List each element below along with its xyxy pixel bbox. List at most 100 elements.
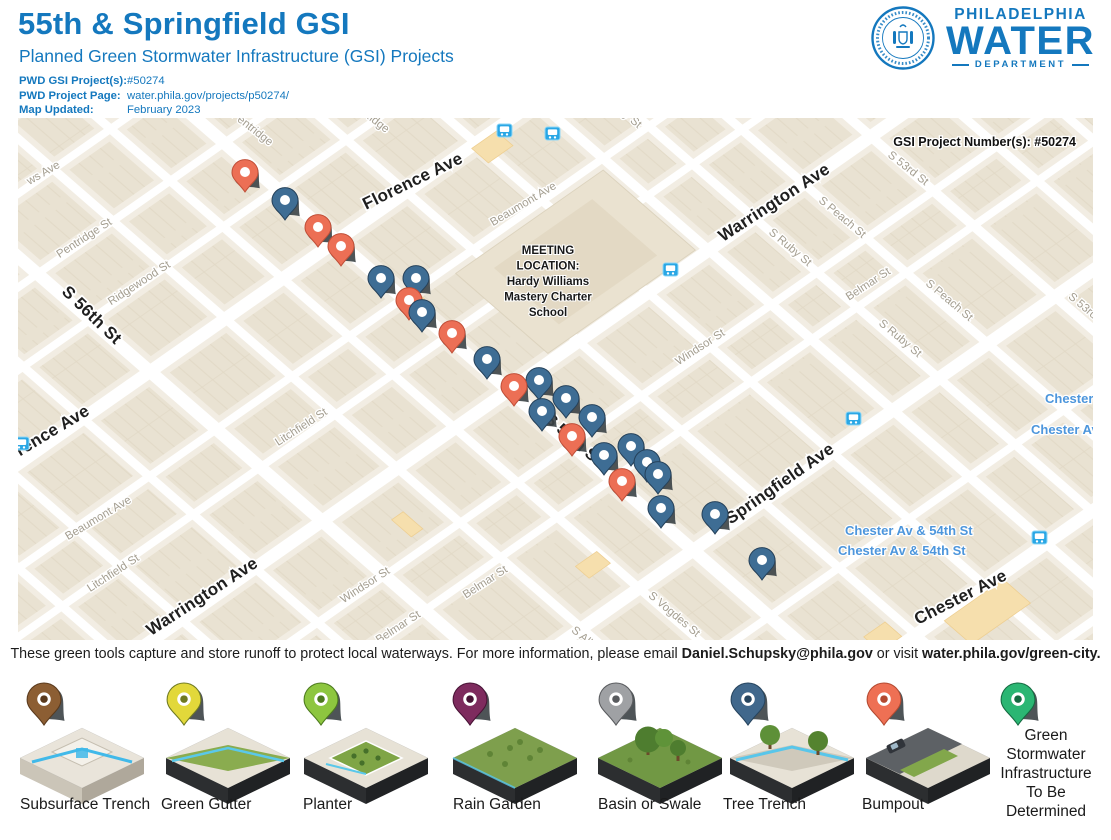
legend-pin-basin-or-swale-icon <box>598 682 637 727</box>
contact-email[interactable]: Daniel.Schupsky@phila.gov <box>681 646 873 662</box>
legend-pin-subsurface-trench-icon <box>26 682 65 727</box>
project-meta: PWD GSI Project(s): #50274 PWD Project P… <box>19 74 289 118</box>
map-pin-tree-trench <box>271 187 300 221</box>
legend-item-green-gutter: Green Gutter <box>156 682 292 832</box>
logo-philadelphia: PHILADELPHIA <box>954 5 1087 23</box>
transit-stop-labels: Chester Av & Chester Av & 54 Chester Av & … <box>837 390 1093 559</box>
legend-pin-green-gutter <box>164 682 210 739</box>
map-pin-bumpout <box>304 214 333 248</box>
footer-text: These green tools capture and store runo… <box>10 646 682 662</box>
legend: Subsurface Trench Green Gutter Planter Rain… <box>0 682 1111 834</box>
map-project-number-label: GSI Project Number(s): #50274 <box>893 135 1076 149</box>
transit-stop-label: Chester Av & <box>1045 391 1093 406</box>
project-number-value: #50274 <box>127 75 165 87</box>
legend-pin-green-gutter-icon <box>166 682 205 727</box>
logo-rule-left <box>951 63 969 66</box>
legend-label-green-gutter: Green Gutter <box>161 796 252 813</box>
illustration-planter <box>303 727 429 804</box>
illustration-subsurface-trench <box>19 727 145 804</box>
legend-illustration-green-gutter <box>158 712 298 811</box>
legend-illustration-basin-or-swale <box>590 712 730 811</box>
map-pin-tree-trench <box>525 367 554 401</box>
legend-label-rain-garden: Rain Garden <box>453 796 541 813</box>
legend-illustration-rain-garden <box>445 712 585 811</box>
map-pin-bumpout <box>608 468 637 502</box>
page-title: 55th & Springfield GSI <box>18 6 350 41</box>
trolley-icon <box>496 123 513 138</box>
trolley-icon <box>662 262 679 277</box>
trolley-icon <box>845 411 862 426</box>
map-pins <box>231 159 777 581</box>
header: 55th & Springfield GSI Planned Green Sto… <box>0 0 1111 118</box>
legend-pin-planter-icon <box>303 682 342 727</box>
map-pin-tree-trench <box>647 495 676 529</box>
svg-text:Hardy Williams: Hardy Williams <box>507 276 589 288</box>
map-pin-tree-trench <box>408 299 437 333</box>
legend-label-subsurface-trench: Subsurface Trench <box>20 796 151 813</box>
legend-pin-bumpout <box>864 682 910 739</box>
legend-pin-bumpout-icon <box>866 682 905 727</box>
illustration-basin-or-swale <box>597 726 723 804</box>
green-city-link[interactable]: water.phila.gov/green-city. <box>922 646 1101 662</box>
transit-stop-label: Chester Av & 54 <box>1031 422 1093 437</box>
pwd-logo-text: PHILADELPHIA WATER DEPARTMENT <box>946 6 1095 71</box>
page-subtitle: Planned Green Stormwater Infrastructure … <box>19 46 454 66</box>
legend-item-rain-garden: Rain Garden <box>443 682 585 832</box>
illustration-green-gutter <box>165 727 291 804</box>
map-pin-tree-trench <box>590 442 619 476</box>
legend-pin-rain-garden-icon <box>452 682 491 727</box>
map-pin-tree-trench <box>644 461 673 495</box>
svg-text:School: School <box>529 307 567 319</box>
legend-item-gsi-tbd: Green Stormwater Infrastructure To Be De… <box>986 682 1106 832</box>
legend-label-basin-or-swale: Basin or Swale <box>598 796 702 813</box>
logo-department: DEPARTMENT <box>951 59 1090 71</box>
illustration-rain-garden <box>452 727 578 804</box>
legend-illustration-bumpout <box>858 712 998 811</box>
meta-label: PWD GSI Project(s): <box>19 75 127 87</box>
city-seal-icon <box>871 6 935 70</box>
transit-stop-label: Chester Av & 54th St <box>838 543 966 558</box>
map-pin-bumpout <box>558 423 587 457</box>
transit-stop-label: Chester Av & 54th St <box>845 523 973 538</box>
street-grid <box>18 118 1093 640</box>
map-pin-tree-trench <box>473 346 502 380</box>
legend-pin-tree-trench-icon <box>730 682 769 727</box>
legend-label-bumpout: Bumpout <box>862 796 925 813</box>
map-pin-bumpout <box>438 320 467 354</box>
logo-water: WATER <box>946 18 1095 63</box>
legend-illustration-subsurface-trench <box>12 712 152 811</box>
meta-row-map-updated: Map Updated: February 2023 <box>19 103 289 118</box>
legend-pin-basin-or-swale <box>596 682 642 739</box>
legend-item-tree-trench: Tree Trench <box>720 682 855 832</box>
map-pin-tree-trench <box>748 547 777 581</box>
trolley-icon <box>18 436 30 451</box>
illustration-tree-trench <box>729 725 855 804</box>
legend-illustration-planter <box>296 712 436 811</box>
svg-text:MEETING: MEETING <box>522 245 574 257</box>
footer-note: These green tools capture and store runo… <box>10 646 1101 662</box>
bus-icon <box>1031 530 1048 545</box>
svg-text:LOCATION:: LOCATION: <box>516 261 579 273</box>
svg-text:Mastery Charter: Mastery Charter <box>504 292 592 304</box>
map-pin-tree-trench <box>552 385 581 419</box>
legend-pin-rain-garden <box>450 682 496 739</box>
legend-label-gsi-tbd: Green Stormwater Infrastructure To Be De… <box>1000 727 1092 820</box>
legend-item-planter: Planter <box>294 682 440 832</box>
meta-row-project-page: PWD Project Page: water.phila.gov/projec… <box>19 89 289 104</box>
illustration-bumpout <box>865 727 991 804</box>
legend-pin-planter <box>301 682 347 739</box>
map-pin-bumpout <box>327 233 356 267</box>
legend-pin-gsi-tbd-icon <box>1000 682 1039 727</box>
map-pin-tree-trench <box>528 398 557 432</box>
project-page-link[interactable]: water.phila.gov/projects/p50274/ <box>127 89 290 102</box>
map-updated-value: February 2023 <box>127 104 201 117</box>
legend-pin-tree-trench <box>728 682 774 739</box>
legend-item-bumpout: Bumpout <box>856 682 991 832</box>
map-pin-bumpout <box>231 159 260 193</box>
map-pin-tree-trench <box>367 265 396 299</box>
legend-label-planter: Planter <box>303 796 353 813</box>
